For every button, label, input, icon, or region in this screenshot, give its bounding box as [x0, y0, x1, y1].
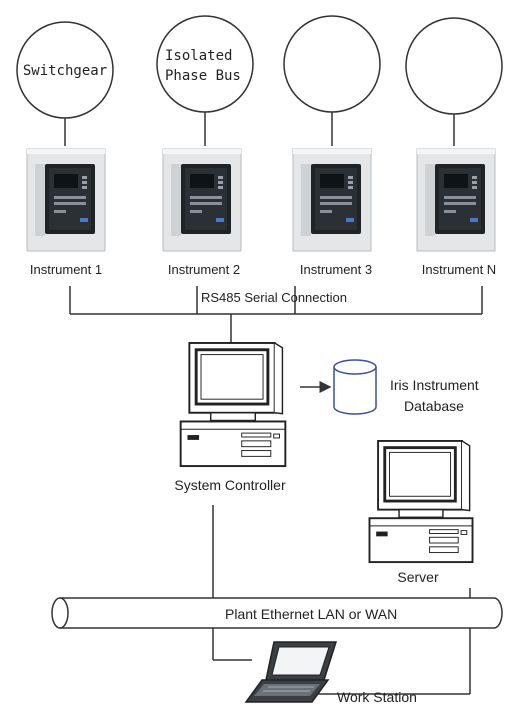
svg-text:Switchgear: Switchgear	[23, 63, 107, 79]
source-2-label-line-2: Phase Bus	[165, 68, 241, 84]
database-cylinder-icon	[333, 359, 377, 415]
system-controller-computer-icon	[178, 342, 288, 468]
rs485-bus	[69, 286, 483, 342]
instrument-n-label: Instrument N	[422, 262, 496, 277]
source-1-label-line-1: Switchgear	[23, 63, 107, 79]
workstation-label: Work Station	[337, 689, 417, 705]
network-label: Plant Ethernet LAN or WAN	[225, 606, 397, 622]
rs485-label: RS485 Serial Connection	[201, 290, 347, 305]
ethernet-pipe	[51, 597, 503, 629]
source-circle-4	[405, 17, 503, 115]
source-circle-3	[283, 15, 381, 113]
instrument-2-label: Instrument 2	[168, 262, 240, 277]
system-controller-label: System Controller	[174, 477, 286, 493]
instrument-1-icon	[26, 148, 106, 252]
instrument-3-icon	[292, 148, 372, 252]
source-2-label-line-1: Isolated	[165, 48, 232, 64]
server-label: Server	[397, 569, 439, 585]
laptop-icon	[245, 641, 337, 703]
instrument-3-label: Instrument 3	[300, 262, 372, 277]
instrument-2-icon	[162, 148, 242, 252]
source-circle-2: Isolated Phase Bus	[156, 15, 254, 113]
database-label-line-1: Iris Instrument	[390, 377, 479, 393]
server-computer-icon	[367, 440, 475, 564]
source-connectors	[64, 112, 455, 146]
instrument-n-icon	[416, 148, 496, 252]
instrument-1-label: Instrument 1	[30, 262, 102, 277]
database-label-line-2: Database	[404, 398, 464, 414]
network-links	[212, 505, 471, 695]
source-circle-1: Switchgear	[16, 21, 114, 119]
